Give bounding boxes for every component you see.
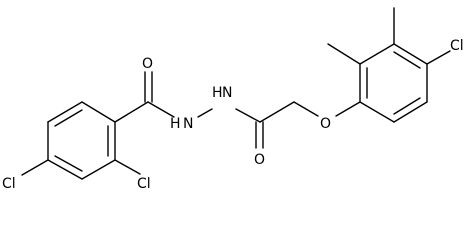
atom-o-carbonyl-left: O xyxy=(142,56,153,72)
bond xyxy=(114,101,149,123)
bond xyxy=(81,159,116,180)
left-benzene-ring xyxy=(47,101,116,180)
right-benzene-ring xyxy=(359,43,428,123)
bond xyxy=(197,108,213,118)
bond xyxy=(47,101,83,123)
atom-cl-ortho: Cl xyxy=(137,176,151,192)
bond xyxy=(259,101,295,123)
molecule-structure: O H N H N O O Cl Cl Cl xyxy=(2,7,464,192)
bond xyxy=(359,101,395,123)
bond-double-inner xyxy=(393,97,421,115)
bond xyxy=(293,101,319,117)
atom-nh-right-h: H xyxy=(212,85,223,101)
bond-double-inner xyxy=(54,109,83,127)
methyl-bond xyxy=(327,43,361,65)
atom-n-left: N xyxy=(183,116,193,132)
bond xyxy=(335,101,361,117)
bond xyxy=(114,159,141,175)
bond xyxy=(81,101,116,123)
bond xyxy=(21,159,49,176)
atom-o-carbonyl-right: O xyxy=(254,152,265,168)
bond xyxy=(393,43,428,65)
bond xyxy=(393,101,428,123)
bond-double-inner xyxy=(54,155,83,172)
bond xyxy=(359,43,395,65)
atom-nh-left-h: H xyxy=(170,116,181,132)
bond xyxy=(426,50,451,65)
atom-n-right: N xyxy=(222,85,232,101)
atom-cl-para: Cl xyxy=(2,176,16,192)
atom-o-ether: O xyxy=(320,116,331,132)
bond xyxy=(47,159,83,180)
bond xyxy=(235,108,261,123)
bond-double-inner xyxy=(393,51,421,69)
bond xyxy=(147,101,175,118)
atom-cl-right: Cl xyxy=(450,38,464,54)
